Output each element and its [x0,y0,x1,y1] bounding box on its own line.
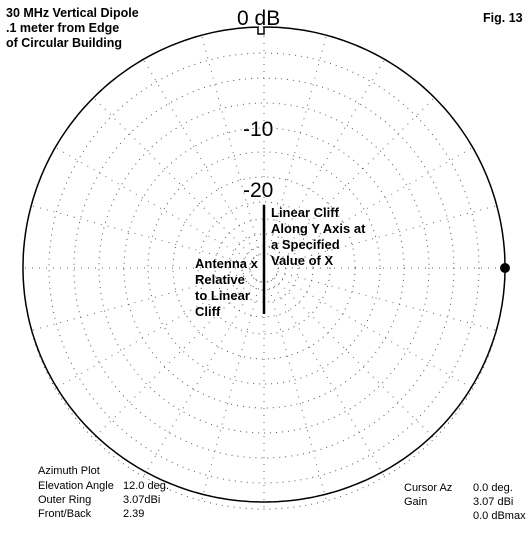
grid-spoke [93,97,255,259]
grid-spoke [275,147,473,262]
grid-ring [98,102,430,434]
cliff-note-line-1: Linear Cliff [271,205,339,220]
title-line-3: of Circular Building [6,36,122,50]
grid-spoke [273,277,435,439]
grid-spoke [55,147,253,262]
ring-label-0db: 0 dB [237,7,281,30]
grid-spoke [267,281,327,501]
grid-spoke [275,274,473,389]
ring-label-minus10: -10 [243,118,274,141]
cursor-marker[interactable] [500,263,510,273]
info-outer-ring-value: 3.07dBi [123,494,160,506]
antenna-note-line-2: Relative [195,272,245,287]
cliff-note-line-2: Along Y Axis at [271,221,366,236]
grid-ring [48,52,480,484]
info-label: Azimuth Plot [38,465,100,477]
ring-label-minus20: -20 [243,179,274,202]
info-elevation-angle: Elevation Angle [38,480,114,492]
info-value: 12.0 deg. [123,480,169,492]
info-dbmax-value: 0.0 dBmax [473,510,526,522]
grid-spoke [277,271,497,331]
radiation-pattern [22,25,506,503]
info-front-back: Front/Back [38,508,91,520]
grid-spoke [55,274,253,389]
grid-spoke [201,281,261,501]
info-gain-value: 3.07 dBi [473,496,513,508]
info-front-back-value: 2.39 [123,508,144,520]
cliff-note-line-4: Value of X [271,253,334,268]
grid-spoke [277,205,497,265]
info-azimuth-plot: Azimuth Plot [38,465,100,477]
grid-spoke [31,205,251,265]
info-value: 2.39 [123,508,145,520]
cliff-note-line-3: a Specified [271,237,340,252]
info-label: Front/Back [38,508,92,520]
info-label: Gain [404,496,428,508]
info-outer-ring: Outer Ring [38,494,91,506]
grid-spoke [93,277,255,439]
title-line-1: 30 MHz Vertical Dipole [6,6,139,20]
grid-spoke [31,271,251,331]
antenna-note-line-1: Antenna x [195,256,258,271]
info-elevation-angle-value: 12.0 deg. [123,480,169,492]
grid-spoke [143,279,258,477]
info-value: 0.0 deg. [473,482,513,494]
grid-spoke [270,279,385,477]
info-value: 3.07 dBi [473,496,514,508]
info-cursor-az-value: 0.0 deg. [473,482,513,494]
info-value: 3.07dBi [123,494,161,506]
antenna-note-line-4: Cliff [195,304,221,319]
grid-ring [147,151,381,385]
info-label: Elevation Angle [38,480,114,492]
info-cursor-az: Cursor Az [404,482,452,494]
antenna-note-line-3: to Linear [195,288,250,303]
info-label: Outer Ring [38,494,92,506]
grid-ring [229,233,299,303]
info-gain: Gain [404,496,427,508]
grid-spoke [201,35,261,255]
title-line-2: .1 meter from Edge [6,21,120,35]
grid-spoke [273,97,435,259]
grid-spoke [143,59,258,257]
grid-spoke [270,59,385,257]
info-label: Cursor Az [404,482,453,494]
grid-ring [197,201,331,335]
info-value: 0.0 dBmax [473,510,526,522]
polar-grid [22,26,506,510]
figure-label: Fig. 13 [483,11,523,25]
grid-spoke [267,35,327,255]
